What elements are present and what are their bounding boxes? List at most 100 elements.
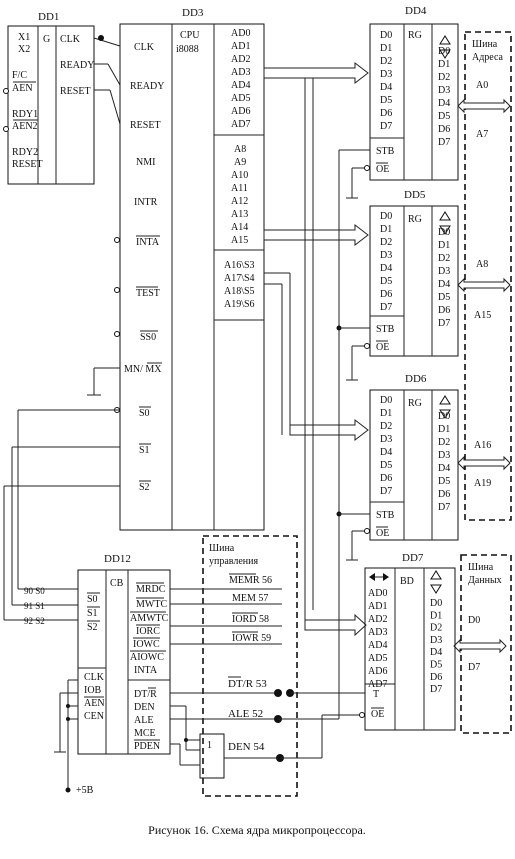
dd7-out-d4: D4 [430, 647, 442, 658]
dd3-pin-ready: READY [130, 81, 164, 92]
dd4-in-d0: D0 [380, 30, 392, 41]
dd4-in-d6: D6 [380, 108, 392, 119]
dd12-pin-s1: S1 [87, 608, 98, 619]
status-wires [3, 409, 120, 621]
dd6-type: RG [408, 398, 422, 409]
or-gate-label: 1 [207, 740, 212, 751]
dd12-out-pden: PDEN [134, 741, 160, 752]
dd1-pin-fc: F/C [12, 70, 27, 81]
addr-bus-a15: A15 [474, 310, 491, 321]
dd3-pin-mnmx: MN/ MX [124, 364, 162, 375]
dd4-in-d7: D7 [380, 121, 392, 132]
address-bus-box [464, 31, 512, 521]
data-bus-region: Шина Данных D0 D7 [453, 554, 512, 734]
data-bus-d7: D7 [468, 662, 480, 673]
dd1-pin-reset: RESET [12, 159, 43, 170]
dd1-out-ready: READY [60, 60, 94, 71]
dd3-a17: A17\S4 [224, 273, 255, 284]
ctl-bus-title2: управления [209, 556, 259, 567]
addr-bus-title1: Шина [472, 39, 498, 50]
addr-bus-arrows [263, 61, 369, 637]
dd3-ad4: AD4 [231, 80, 250, 91]
dd3-ad1: AD1 [231, 41, 250, 52]
dd4-in-d2: D2 [380, 56, 392, 67]
dd1-out-reset: RESET [60, 86, 91, 97]
dd4-out-d7: D7 [438, 137, 450, 148]
dd12-out-mrdc: MRDC [136, 584, 166, 595]
dd7-pin-oe: OE [371, 709, 384, 720]
chip-dd4-latch: DD4 RG [369, 5, 459, 181]
dd12-pin-s2: S2 [87, 622, 98, 633]
dd4-in-d3: D3 [380, 69, 392, 80]
dd3-type2: i8088 [176, 44, 199, 55]
dd5-in-d3: D3 [380, 250, 392, 261]
addr-bus-a19: A19 [474, 478, 491, 489]
ctl-signal-iord: IORD 58 [232, 614, 269, 625]
dd3-a13: A13 [231, 209, 248, 220]
dd7-in-ad5: AD5 [368, 653, 387, 664]
dd7-in-ad1: AD1 [368, 601, 387, 612]
dd6-out-d5: D5 [438, 476, 450, 487]
dd4-out-d1: D1 [438, 59, 450, 70]
address-bus-region: Шина Адреса A0 A7 A8 A15 A16 A19 [457, 31, 512, 521]
chip-dd5-latch: DD5 RG [369, 189, 459, 357]
dd12-out-mce: MCE [134, 728, 156, 739]
dd4-out-d2: D2 [438, 72, 450, 83]
dd6-out-d6: D6 [438, 489, 450, 500]
chip-dd3-cpu: DD3 CPU i8088 CLK READY RESET NMI INTR I… [114, 7, 265, 531]
dd6-name: DD6 [405, 373, 427, 385]
dd3-a12: A12 [231, 196, 248, 207]
dd5-pin-oe: OE [376, 342, 389, 353]
dd12-name: DD12 [104, 553, 131, 565]
dd12-power-wires: +5B [54, 679, 94, 796]
dd3-ad0: AD0 [231, 28, 250, 39]
dd5-in-d6: D6 [380, 289, 392, 300]
dd3-pin-ss0: SS0 [140, 332, 156, 343]
dd7-out-d3: D3 [430, 635, 442, 646]
dd4-pin-oe: OE [376, 164, 389, 175]
ctl-bus-title1: Шина [209, 543, 235, 554]
dd7-in-ad3: AD3 [368, 627, 387, 638]
dd1-pin-rdy1: RDY1 [12, 109, 38, 120]
addr-bus-a8: A8 [476, 259, 488, 270]
dd3-pin-s2: S2 [139, 482, 150, 493]
dd6-out-d0: D0 [438, 411, 450, 422]
dd7-in-ad6: AD6 [368, 666, 387, 677]
dd4-out-d0: D0 [438, 46, 450, 57]
dd7-out-d6: D6 [430, 672, 442, 683]
dd4-out-d6: D6 [438, 124, 450, 135]
ctl-signal-memr: MEMR 56 [229, 575, 272, 586]
dd3-ad5: AD5 [231, 93, 250, 104]
dd6-in-d5: D5 [380, 460, 392, 471]
dd1-pin-x1: X1 [18, 32, 30, 43]
dd3-a15: A15 [231, 235, 248, 246]
power-label: +5B [76, 785, 94, 796]
dd7-name: DD7 [402, 552, 424, 564]
dd7-in-ad2: AD2 [368, 614, 387, 625]
dd6-body [369, 389, 459, 541]
dd6-in-d0: D0 [380, 395, 392, 406]
addr-bus-a7: A7 [476, 129, 488, 140]
dd7-out-d7: D7 [430, 684, 442, 695]
or-gate [199, 733, 225, 779]
dd3-type: CPU [180, 30, 200, 41]
dd5-in-d0: D0 [380, 211, 392, 222]
addr-bus-a0: A0 [476, 80, 488, 91]
dd1-name: DD1 [38, 11, 59, 23]
dd3-pin-test: TEST [136, 288, 160, 299]
dd5-in-d4: D4 [380, 263, 392, 274]
dd7-body [364, 567, 456, 731]
dd3-ad7: AD7 [231, 119, 250, 130]
dd7-pin-t: T [373, 689, 379, 700]
dd12-out-mwtc: MWTC [136, 599, 167, 610]
dd3-ad2: AD2 [231, 54, 250, 65]
dd3-pin-inta: INTA [136, 237, 160, 248]
dd5-name: DD5 [404, 189, 426, 201]
dd12-pin-aen: AEN [84, 698, 105, 709]
dd3-ad3: AD3 [231, 67, 250, 78]
dd5-out-d2: D2 [438, 253, 450, 264]
dd7-out-d2: D2 [430, 623, 442, 634]
dd5-out-d7: D7 [438, 318, 450, 329]
dd4-out-d5: D5 [438, 111, 450, 122]
